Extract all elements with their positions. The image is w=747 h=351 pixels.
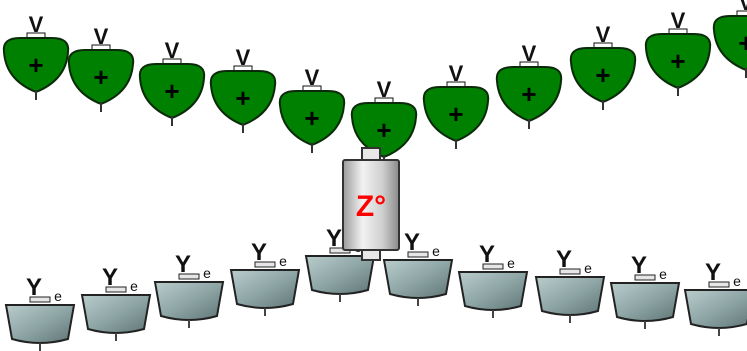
stem-letter: V: [165, 38, 180, 63]
stem-letter: V: [671, 8, 686, 33]
pushpin-icon: V+: [278, 65, 346, 153]
stem-letter: V: [94, 24, 109, 49]
electron-label: e: [584, 260, 592, 276]
electron-label: e: [279, 253, 287, 269]
pushpin-icon: V+: [422, 61, 490, 149]
plus-sign: +: [164, 76, 179, 106]
pushpin-icon: V+: [495, 41, 563, 129]
electron-carrier-chain: YeYeYeYeYeYeYeYeYeYe: [4, 225, 747, 351]
stem-letter: Y: [556, 246, 572, 273]
stem-letter: V: [236, 45, 251, 70]
cylinder-label: Z°: [356, 190, 386, 223]
pushpin-icon: V+: [2, 12, 70, 100]
pushpin-icon: V+: [350, 77, 418, 165]
stem-letter: V: [522, 41, 537, 66]
plus-sign: +: [304, 103, 319, 133]
stem-letter: V: [739, 0, 747, 15]
electron-label: e: [203, 265, 211, 281]
pushpin-icon: V+: [209, 45, 277, 133]
electron-label: e: [507, 255, 515, 271]
stem-letter: V: [449, 61, 464, 86]
zero-degree-cylinder: Z°: [342, 147, 400, 261]
stem-letter: V: [596, 22, 611, 47]
stem-letter: V: [305, 65, 320, 90]
pushpin-icon: V+: [67, 24, 135, 112]
stem-letter: Y: [26, 274, 42, 301]
stem-letter: V: [29, 12, 44, 37]
stem-letter: V: [377, 77, 392, 102]
plus-sign: +: [235, 83, 250, 113]
positive-ion-chain: V+V+V+V+V+V+V+V+V+V+V+: [2, 0, 747, 165]
electron-label: e: [130, 278, 138, 294]
pushpin-icon: V+: [569, 22, 637, 110]
electron-label: e: [432, 243, 440, 259]
pushpin-icon: V+: [712, 0, 747, 78]
stem-letter: Y: [175, 251, 191, 278]
pushpin-icon: V+: [138, 38, 206, 126]
stem-letter: Y: [705, 259, 721, 286]
plus-sign: +: [521, 79, 536, 109]
electron-label: e: [733, 273, 741, 289]
stem-letter: Y: [404, 229, 420, 256]
plus-sign: +: [670, 46, 685, 76]
stem-letter: Y: [326, 225, 342, 252]
plus-sign: +: [738, 28, 747, 58]
stem-letter: Y: [631, 252, 647, 279]
electron-label: e: [659, 266, 667, 282]
electron-label: e: [54, 288, 62, 304]
stem-letter: Y: [251, 239, 267, 266]
plus-sign: +: [28, 50, 43, 80]
plus-sign: +: [595, 60, 610, 90]
stem-letter: Y: [479, 241, 495, 268]
stem-letter: Y: [102, 264, 118, 291]
plus-sign: +: [93, 62, 108, 92]
plus-sign: +: [448, 99, 463, 129]
pushpin-icon: V+: [644, 8, 712, 96]
plus-sign: +: [376, 115, 391, 145]
